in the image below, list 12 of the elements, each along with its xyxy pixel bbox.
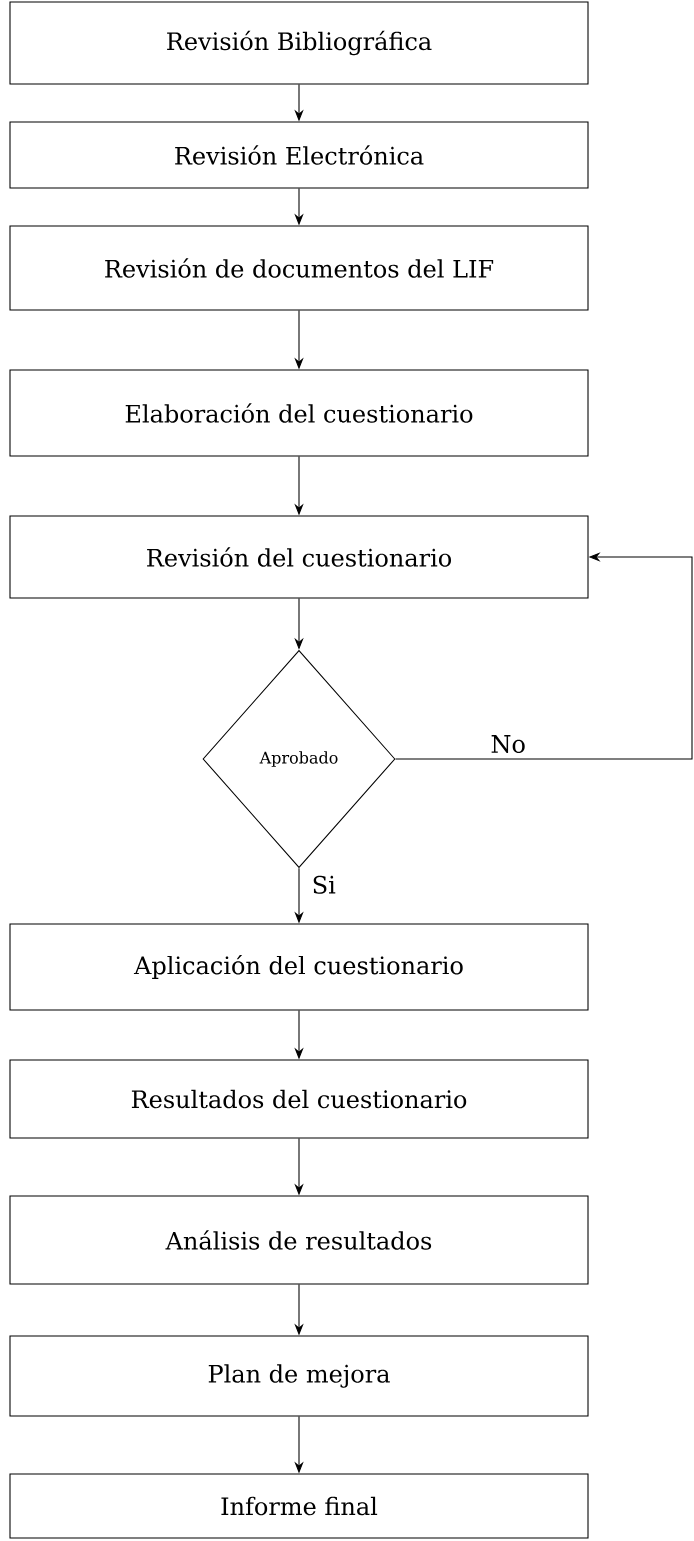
process-box: Análisis de resultados (9, 1195, 589, 1285)
edge-label: Si (313, 875, 336, 894)
process-box: Revisión Electrónica (9, 121, 589, 189)
edge-label: No (491, 735, 525, 753)
process-box: Revisión del cuestionario (9, 515, 589, 599)
process-box: Informe final (9, 1473, 589, 1539)
process-box: Revisión Bibliográfica (9, 1, 589, 85)
process-box: Resultados del cuestionario (9, 1059, 589, 1139)
process-box: Plan de mejora (9, 1335, 589, 1417)
process-box: Aplicación del cuestionario (9, 923, 589, 1011)
process-box: Elaboración del cuestionario (9, 369, 589, 457)
process-box: Revisión de documentos del LIF (9, 225, 589, 311)
